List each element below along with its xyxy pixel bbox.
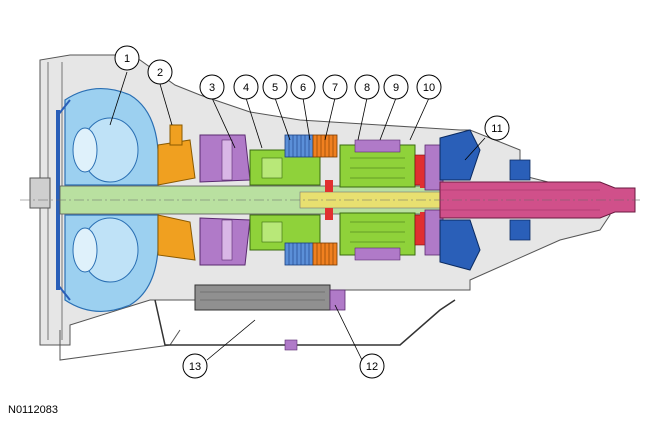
- torque-converter: [56, 87, 159, 313]
- forward-clutch-housing: [199, 134, 251, 266]
- oil-pan: [154, 299, 456, 351]
- svg-text:3: 3: [209, 82, 215, 94]
- svg-text:4: 4: [243, 82, 249, 94]
- svg-text:11: 11: [491, 123, 502, 135]
- output-flange: [439, 129, 531, 271]
- svg-text:7: 7: [332, 82, 338, 94]
- callout-12: 12: [359, 353, 385, 379]
- callout-6: 6: [290, 74, 316, 100]
- callout-1: 1: [114, 45, 140, 71]
- svg-text:8: 8: [364, 82, 370, 94]
- clutch-pack-blue: [284, 134, 314, 266]
- callout-2: 2: [147, 59, 173, 85]
- callout-5: 5: [262, 74, 288, 100]
- callout-7: 7: [322, 74, 348, 100]
- callout-leaders: [109, 71, 486, 361]
- callout-8: 8: [354, 74, 380, 100]
- callout-4: 4: [233, 74, 259, 100]
- svg-text:13: 13: [189, 361, 201, 373]
- callout-10: 10: [416, 74, 442, 100]
- svg-text:10: 10: [423, 82, 435, 94]
- svg-text:1: 1: [124, 53, 130, 65]
- callout-9: 9: [383, 74, 409, 100]
- svg-text:2: 2: [157, 67, 163, 79]
- svg-text:12: 12: [366, 361, 378, 373]
- svg-text:5: 5: [272, 82, 278, 94]
- clutch-pack-orange: [312, 134, 338, 266]
- svg-text:6: 6: [300, 82, 306, 94]
- figure-id: N0112083: [8, 404, 58, 416]
- main-control-valve-body: [194, 284, 346, 311]
- callout-3: 3: [199, 74, 225, 100]
- callout-13: 13: [182, 353, 208, 379]
- callout-11: 11: [484, 115, 510, 141]
- svg-text:9: 9: [393, 82, 399, 94]
- rear-drum: [424, 144, 444, 256]
- pump-assembly: [157, 124, 196, 261]
